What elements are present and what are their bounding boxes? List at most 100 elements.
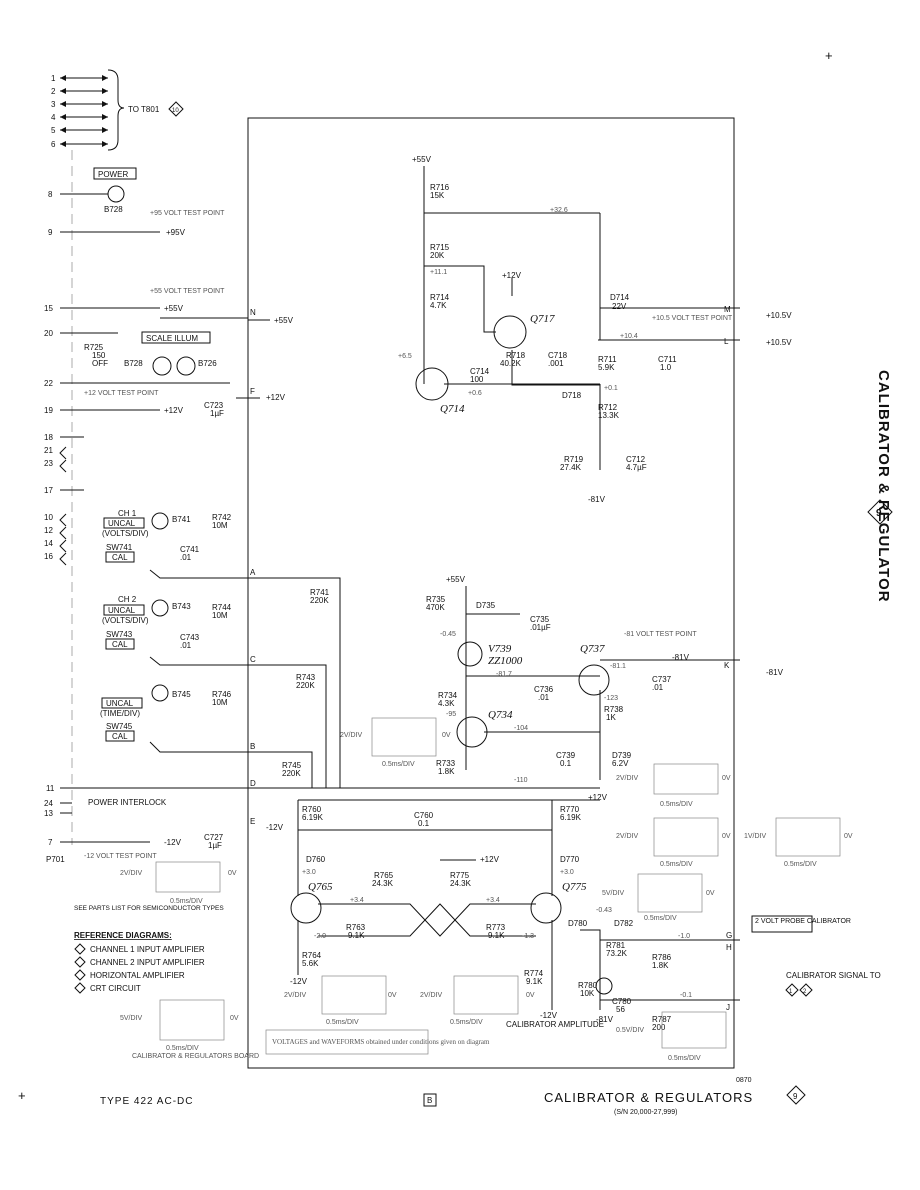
reg-55v: +55V [412,155,432,164]
tp-10-5: +10.5 VOLT TEST POINT [652,315,733,322]
v-0-6: +0.6 [468,390,482,397]
r738-val: 1K [606,713,616,722]
side-title-line1: CALIBRATOR & [875,370,892,495]
node-l: L [724,337,729,346]
c741: C741 [180,545,200,554]
b741: B741 [172,515,191,524]
pin-9: 9 [48,228,53,237]
r735: R735 [426,595,446,604]
wf2-zero: 0V [722,775,731,782]
q734: Q734 [488,709,513,721]
side-title-line2: REGULATOR [875,499,892,603]
to-t801-ref: 10 [172,108,179,114]
pin-6: 6 [51,140,56,149]
r770: R770 [560,805,580,814]
v-3-4a: +3.4 [350,897,364,904]
neg-out-81b: -81V [766,668,784,677]
ref-title: REFERENCE DIAGRAMS: [74,931,172,940]
footer-type: TYPE 422 AC-DC [100,1096,193,1107]
v-0-1-reg: +0.1 [604,385,618,392]
footer: TYPE 422 AC-DC B 0870 CALIBRATOR & REGUL… [100,1077,806,1116]
b728: B728 [124,359,143,368]
ch2-group: CH 2 UNCAL (VOLTS/DIV) SW743 CAL B743 R7… [102,595,248,666]
wf2-volts: 2V/DIV [616,775,639,782]
q714: Q714 [440,403,465,415]
c723: C723 [204,401,224,410]
side-diagram-num: 9 [876,508,882,519]
wf4-zero: 0V [844,833,853,840]
wf3-volts: 2V/DIV [616,833,639,840]
ref-10: CRT CIRCUIT [90,984,141,993]
r725-val: 150 [92,351,106,360]
wf2-time: 0.5ms/DIV [660,801,693,808]
v-1-3: -1.3 [522,933,534,940]
d780: D780 [568,919,588,928]
v-neg12-left: -12V [164,838,182,847]
d714-val: 22V [612,302,627,311]
node-m: M [724,305,731,314]
neg-out-81a: -81V [672,653,690,662]
c714-val: 100 [470,375,484,384]
v-045: -0.45 [440,631,456,638]
waveform-4: 1V/DIV 0V 0.5ms/DIV [744,817,853,868]
power-lamp: POWER B728 [93,167,137,214]
sw743-cal: CAL [112,640,128,649]
r733-val: 1.8K [438,767,455,776]
time-group: UNCAL (TIME/DIV) SW745 CAL B745 R746 10M [100,684,248,753]
r760: R760 [302,805,322,814]
pin-12: 12 [44,526,53,535]
tp-55: +55 VOLT TEST POINT [150,288,225,295]
time-div: (TIME/DIV) [100,709,140,718]
c739: C739 [556,751,576,760]
reg-12v: +12V [502,271,522,280]
out-10-5-b: +10.5V [766,338,792,347]
wf3-zero: 0V [722,833,731,840]
pin-4: 4 [51,113,56,122]
footer-serial: (S/N 20,000-27,999) [614,1109,677,1116]
waveform-6: 5V/DIV 0V 0.5ms/DIV [602,873,715,922]
r765: R765 [374,871,394,880]
pin-20: 20 [44,329,53,338]
r780: R780 [578,981,598,990]
c780-val: 56 [616,1005,625,1014]
r764-val: 5.6K [302,959,319,968]
r746-val: 10M [212,698,228,707]
pin-8: 8 [48,190,53,199]
wf3-time: 0.5ms/DIV [660,861,693,868]
reg-mark-bl: + [18,1088,26,1103]
pin-19: 19 [44,406,53,415]
sw741-cal: CAL [112,553,128,562]
footer-title: CALIBRATOR & REGULATORS [544,1090,753,1105]
r773-val: 9.1K [488,931,505,940]
v-3-0b: +3.0 [560,869,574,876]
r774: R774 [524,969,544,978]
wf7-time: 0.5ms/DIV [166,1045,199,1052]
node-n: N [250,308,256,317]
d739: D739 [612,751,632,760]
r775-val: 24.3K [450,879,472,888]
footer-page-code: B [427,1096,432,1105]
waveform-2: 2V/DIV 0V 0.5ms/DIV [616,763,731,808]
r775: R775 [450,871,470,880]
c760-val: 0.1 [418,819,430,828]
cal-signal: CALIBRATOR SIGNAL TO [786,971,881,980]
r786-val: 1.8K [652,961,669,970]
r770-val: 6.19K [560,813,582,822]
v-12-left: +12V [164,406,184,415]
voltages-note: VOLTAGES and WAVEFORMS obtained under co… [272,1038,490,1046]
pin-2: 2 [51,87,56,96]
side-diagram-diamond: 9 [867,499,893,525]
r716-val: 15K [430,191,445,200]
c739-val: 0.1 [560,759,572,768]
c737-val: .01 [652,683,664,692]
sig-ref1: 1 [789,989,793,995]
pin-14: 14 [44,539,53,548]
pin-5: 5 [51,126,56,135]
ch1-uncal: UNCAL [108,519,136,528]
pin-13: 13 [44,809,53,818]
r734: R734 [438,691,458,700]
d760: D760 [306,855,326,864]
c743: C743 [180,633,200,642]
r787-val: 200 [652,1023,666,1032]
node-e: E [250,817,255,826]
